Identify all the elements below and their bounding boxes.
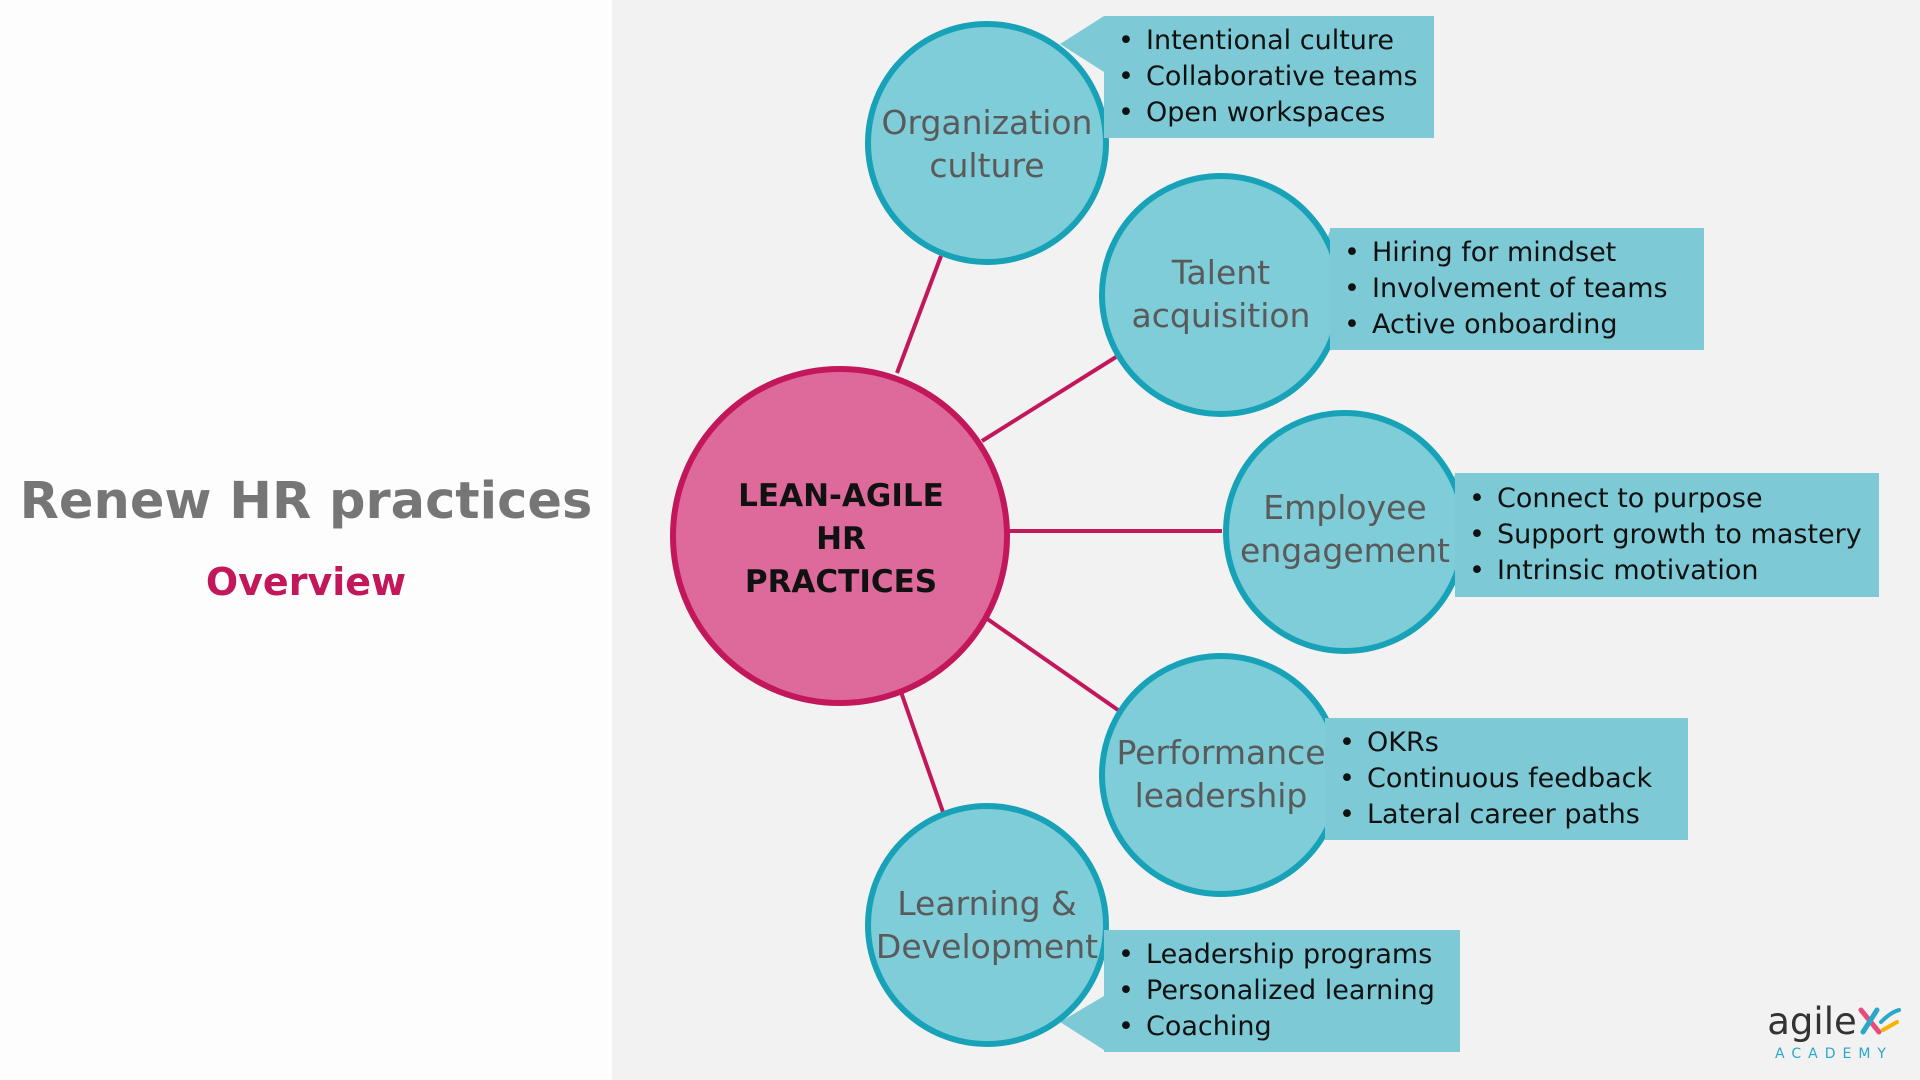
callout-bullet: Active onboarding	[1344, 307, 1704, 343]
node-label-line: Development	[875, 927, 1099, 966]
node-label-line: culture	[929, 146, 1045, 185]
agilex-academy-logo: agile ACADEMY	[1756, 1002, 1912, 1072]
callout-bullet: Coaching	[1118, 1009, 1460, 1045]
node-organization-culture	[865, 21, 1109, 265]
node-label-learning-development: Learning & Development	[872, 881, 1102, 969]
hub-label-line: HR	[816, 520, 866, 557]
node-label-line: engagement	[1240, 531, 1450, 570]
connector-talent-acquisition	[980, 355, 1118, 443]
connector-organization-culture	[895, 255, 943, 374]
callout-bullet: Collaborative teams	[1118, 59, 1434, 95]
hub-label-line: PRACTICES	[744, 563, 938, 600]
branch-nodes	[865, 21, 1467, 1047]
callout-bullet-list: Connect to purpose Support growth to mas…	[1455, 481, 1879, 589]
node-label-organization-culture: Organization culture	[872, 100, 1102, 188]
callout-bullet: OKRs	[1339, 725, 1688, 761]
callout-bullet: Leadership programs	[1118, 937, 1460, 973]
node-label-performance-leadership: Performance leadership	[1106, 730, 1336, 818]
logo-tagline: ACADEMY	[1775, 1046, 1893, 1062]
callout-bullet: Involvement of teams	[1344, 271, 1704, 307]
hub-circle	[670, 366, 1010, 706]
callout-employee-engagement: Connect to purpose Support growth to mas…	[1455, 473, 1879, 597]
connector-learning-development	[899, 691, 945, 813]
node-label-line: leadership	[1134, 776, 1308, 815]
callout-pointer-organization-culture	[1060, 16, 1104, 72]
callout-bullet: Intrinsic motivation	[1469, 553, 1879, 589]
connector-performance-leadership	[984, 616, 1120, 712]
callout-bullet: Hiring for mindset	[1344, 235, 1704, 271]
node-learning-development	[865, 803, 1109, 1047]
callout-bullet: Continuous feedback	[1339, 761, 1688, 797]
hub-label-line: LEAN-AGILE	[738, 477, 944, 514]
slide-subtitle: Overview	[205, 560, 407, 604]
node-label-talent-acquisition: Talent acquisition	[1106, 250, 1336, 338]
node-label-line: Talent	[1171, 253, 1271, 292]
callout-learning-development: Leadership programs Personalized learnin…	[1104, 930, 1460, 1052]
node-label-line: Performance	[1116, 733, 1326, 772]
node-label-employee-engagement: Employee engagement	[1230, 485, 1460, 573]
callout-bullet: Support growth to mastery	[1469, 517, 1879, 553]
x-swoosh-icon	[1858, 1007, 1901, 1035]
callout-bullet: Open workspaces	[1118, 95, 1434, 131]
logo-wordmark-text: agile	[1767, 1000, 1857, 1043]
callout-bullet: Intentional culture	[1118, 23, 1434, 59]
connectors	[895, 255, 1222, 813]
callout-talent-acquisition: Hiring for mindset Involvement of teams …	[1330, 228, 1704, 350]
hub-label: LEAN-AGILE HR PRACTICES	[678, 458, 1004, 620]
callout-bullet-list: Leadership programs Personalized learnin…	[1104, 937, 1460, 1045]
callout-bullet: Personalized learning	[1118, 973, 1460, 1009]
callout-bullet-list: Intentional culture Collaborative teams …	[1104, 23, 1434, 131]
node-label-line: Organization	[881, 103, 1093, 142]
callout-bullet-list: OKRs Continuous feedback Lateral career …	[1325, 725, 1688, 833]
callout-bullet: Lateral career paths	[1339, 797, 1688, 833]
node-label-line: acquisition	[1131, 296, 1311, 335]
callout-bullet: Connect to purpose	[1469, 481, 1879, 517]
node-label-line: Learning &	[897, 884, 1077, 923]
logo-wordmark: agile	[1756, 1002, 1912, 1042]
callout-performance-leadership: OKRs Continuous feedback Lateral career …	[1325, 718, 1688, 840]
left-panel: Renew HR practices Overview	[0, 0, 612, 1080]
callout-organization-culture: Intentional culture Collaborative teams …	[1104, 16, 1434, 138]
node-label-line: Employee	[1263, 488, 1427, 527]
slide-title: Renew HR practices	[19, 472, 593, 531]
callout-bullet-list: Hiring for mindset Involvement of teams …	[1330, 235, 1704, 343]
callout-pointer-learning-development	[1060, 996, 1104, 1050]
